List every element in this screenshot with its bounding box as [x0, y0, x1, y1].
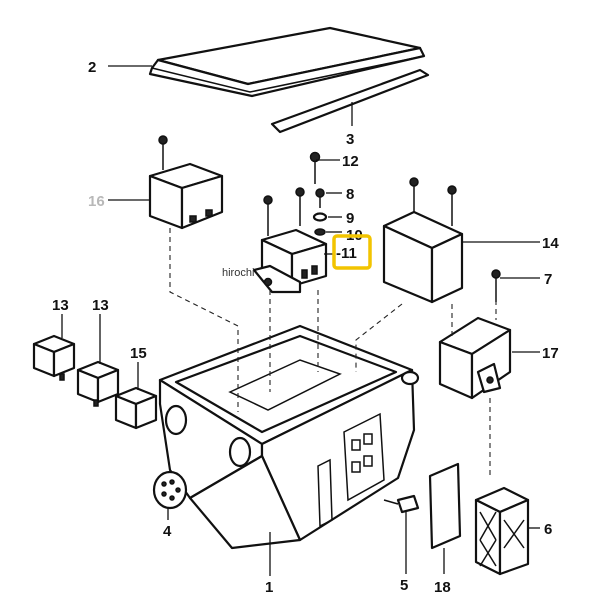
part-15-relay[interactable]	[114, 386, 158, 430]
part-9-washer[interactable]	[312, 212, 328, 222]
callout-7: 7	[544, 271, 552, 288]
callout-3: 3	[346, 131, 354, 148]
screw-16	[158, 135, 168, 170]
callout-1: 1	[265, 579, 273, 596]
part-14-relay[interactable]	[382, 210, 464, 304]
part-5-terminal[interactable]	[383, 494, 420, 514]
callout-5: 5	[400, 577, 408, 594]
part-10-washer[interactable]	[314, 228, 326, 236]
part-8-screw[interactable]	[315, 188, 325, 208]
callout-8: 8	[346, 186, 354, 203]
part-2-cover-lid[interactable]	[148, 26, 426, 98]
callout-18: 18	[434, 579, 451, 596]
leader-lines	[61, 65, 540, 576]
part-17-relay[interactable]	[438, 316, 512, 400]
callout-15: 15	[130, 345, 147, 362]
screws-11	[263, 187, 305, 236]
callout-2: 2	[88, 59, 96, 76]
callout-14: 14	[542, 235, 559, 252]
part-12-screw[interactable]	[309, 151, 321, 185]
part-3-seal-strip[interactable]	[270, 68, 430, 134]
callout-4: 4	[163, 523, 172, 540]
part-13a-relay[interactable]	[32, 334, 76, 381]
watermark-text: hirochi	[222, 267, 254, 279]
screws-14	[409, 177, 457, 226]
callout-13a: 13	[52, 297, 69, 314]
callout-16: 16	[88, 193, 105, 210]
callout-13b: 13	[92, 297, 109, 314]
callout-17: 17	[542, 345, 559, 362]
part-16-relay[interactable]	[148, 162, 224, 230]
callout-6: 6	[544, 521, 552, 538]
callout-12: 12	[342, 153, 359, 170]
part-4-grommet[interactable]	[152, 470, 188, 510]
highlight-box-11	[332, 234, 372, 270]
assembly-lines	[169, 228, 497, 476]
callout-11[interactable]: -11	[336, 245, 357, 262]
part-6-connector[interactable]	[474, 486, 530, 576]
part-7-screw[interactable]	[491, 269, 501, 302]
part-18-cover-strip[interactable]	[428, 462, 462, 550]
part-13b-relay[interactable]	[76, 360, 120, 407]
part-11-relay-bracket[interactable]	[252, 228, 328, 294]
part-1-housing[interactable]	[158, 324, 420, 550]
callout-9: 9	[346, 210, 354, 227]
